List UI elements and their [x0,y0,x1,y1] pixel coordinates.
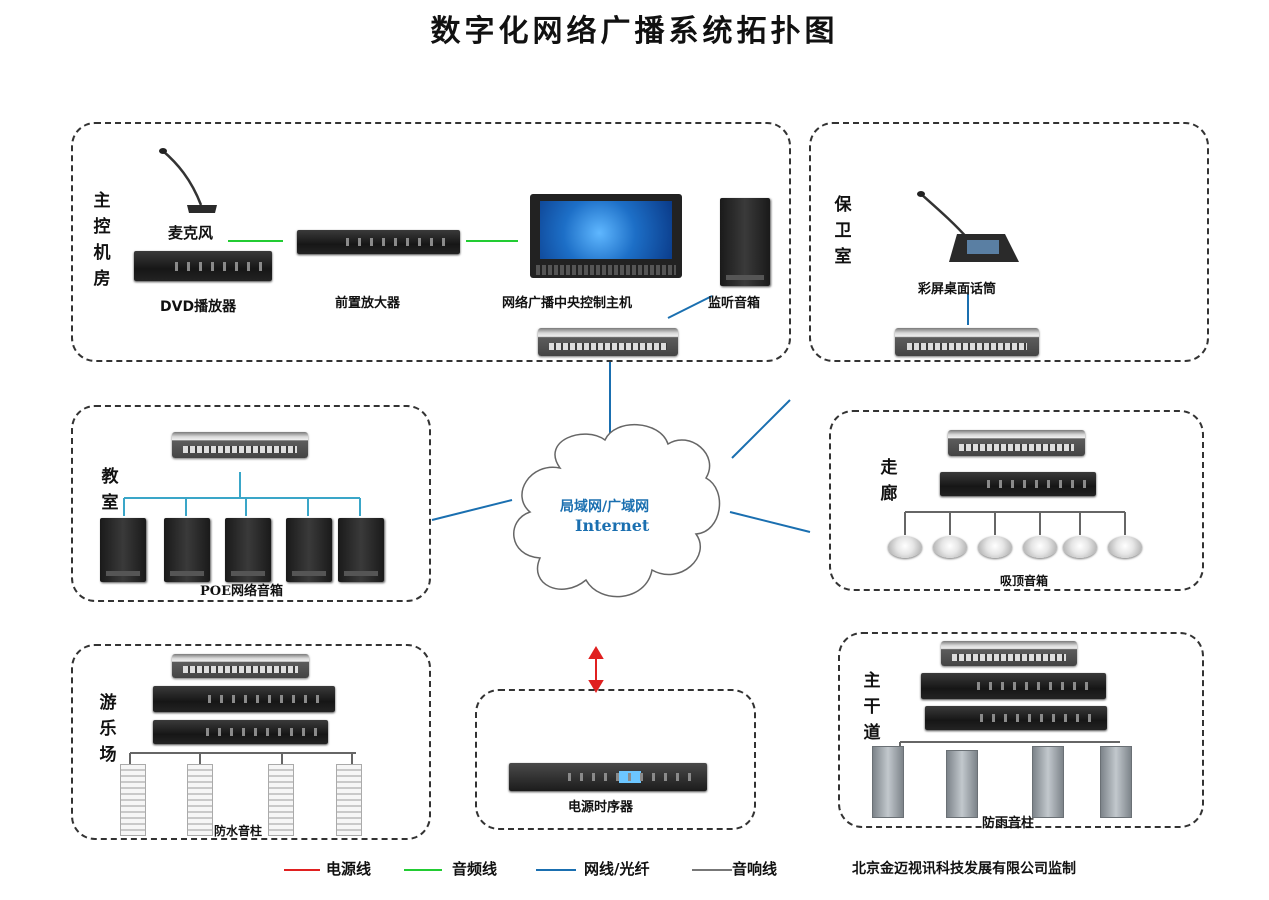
legend-network-line [536,869,576,871]
classroom-switch [172,432,308,458]
playground-amplifier-2 [153,720,328,744]
legend-power-label: 电源线 [326,860,372,878]
playground-amplifier-1 [153,686,335,712]
cloud-line1: 局域网/广域网 [560,499,650,515]
monitor-speaker-label: 监听音箱 [708,296,761,311]
classroom-tree [123,472,361,516]
road-zone [838,632,1204,828]
rainproof-column-1 [872,746,904,818]
ceiling-speaker-3 [978,536,1012,558]
road-amplifier-2 [925,706,1107,730]
legend-speaker-line [692,869,732,871]
main-room-zone [71,122,791,362]
power-arrow [588,646,604,693]
rainproof-column-4 [1100,746,1132,818]
diagram-title: 数字化网络广播系统拓扑图 [430,14,839,49]
main-switch [538,328,678,356]
corridor-zone [829,410,1204,591]
poe-speaker-label: POE网络音箱 [200,584,284,599]
corridor-switch [948,430,1085,456]
main-room-label: 主控机房 [93,191,111,289]
host-keyboard [536,265,676,275]
power-sequencer-display [619,771,641,783]
waterproof-column-label: 防水音柱 [214,824,263,838]
rainproof-column-label: 防雨音柱 [982,816,1035,831]
poe-speaker-1 [100,518,146,582]
poe-speaker-4 [286,518,332,582]
microphone-label: 麦克风 [168,224,214,242]
ceiling-speaker-2 [933,536,967,558]
rainproof-column-3 [1032,746,1064,818]
footer-credit: 北京金迈视讯科技发展有限公司监制 [852,861,1076,877]
poe-speaker-3 [225,518,271,582]
cloud-line2: Internet [575,516,650,535]
host-label: 网络广播中央控制主机 [502,296,633,311]
poe-speaker-5 [338,518,384,582]
playground-switch [172,654,309,678]
monitor-speaker [720,198,770,286]
net-line-monitor-switch [667,295,713,319]
guard-zone [809,122,1209,362]
power-zone [475,689,756,830]
preamp-label: 前置放大器 [335,296,401,311]
net-line-corridor-cloud [729,511,811,533]
legend-speaker-label: 音响线 [732,860,778,878]
power-sequencer [509,763,707,791]
playground-tree [129,752,356,764]
dvd-player [134,251,272,281]
net-line-classroom-cloud [431,499,513,521]
ceiling-speaker-label: 吸顶音箱 [1000,574,1049,588]
legend-network-label: 网线/光纤 [584,860,650,878]
dvd-label: DVD播放器 [160,299,237,315]
waterproof-column-3 [268,764,294,836]
legend-power-line [284,869,320,871]
waterproof-column-4 [336,764,362,836]
ceiling-speaker-1 [888,536,922,558]
corridor-label: 走廊 [880,458,898,504]
cloud-shape [513,424,721,598]
legend-audio-line [404,869,442,871]
legend-audio-label: 音频线 [452,860,498,878]
poe-speaker-2 [164,518,210,582]
microphone-icon [159,148,217,213]
net-line-guard-cloud [731,399,791,459]
host-computer [530,194,682,278]
classroom-zone [71,405,431,602]
power-sequencer-label: 电源时序器 [568,800,634,815]
waterproof-column-1 [120,764,146,836]
preamp-device [297,230,460,254]
guard-mic-label: 彩屏桌面话筒 [918,282,997,297]
playground-label: 游乐场 [99,693,117,765]
ceiling-speaker-6 [1108,536,1142,558]
guard-desk-mic-icon [917,191,1019,262]
road-switch [941,641,1077,666]
ceiling-speaker-5 [1063,536,1097,558]
road-amplifier-1 [921,673,1106,699]
corridor-amplifier [940,472,1096,496]
classroom-label: 教室 [101,467,119,513]
waterproof-column-2 [187,764,213,836]
playground-zone [71,644,431,840]
corridor-tree [904,511,1126,535]
guard-switch [895,328,1039,356]
ceiling-speaker-4 [1023,536,1057,558]
road-label: 主干道 [863,671,881,743]
host-screen [540,201,672,259]
rainproof-column-2 [946,750,978,818]
guard-label: 保卫室 [834,195,852,267]
